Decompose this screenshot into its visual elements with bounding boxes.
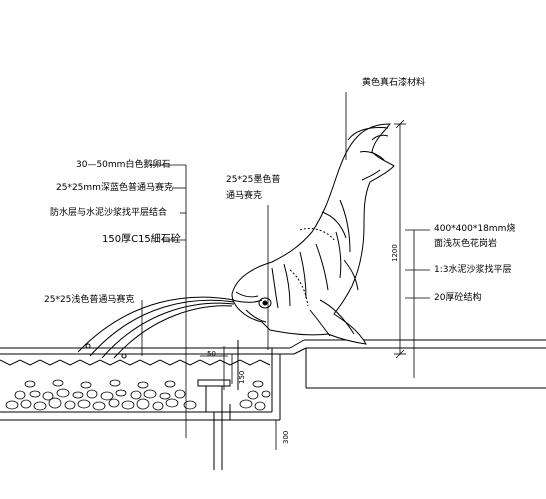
mosaic-top-label-1: 25*25墨色普 <box>226 175 281 185</box>
mosaic-top-label-2: 通马赛克 <box>226 191 263 201</box>
dimension-lines <box>200 119 406 450</box>
granite-label-2: 面浅灰色花岗岩 <box>434 239 498 249</box>
water-jet <box>77 296 235 359</box>
mosaic-dark-label: 25*25mm深蓝色普通马赛克 <box>56 183 173 193</box>
dimension-50: 50 <box>207 350 216 358</box>
mortar-label: 1:3水泥沙浆找平层 <box>434 265 512 275</box>
dimension-150: 150 <box>238 370 246 384</box>
concrete-structure-label: 20厚砼结构 <box>434 293 482 303</box>
ground-deck <box>272 339 546 389</box>
pebble-layer <box>5 379 271 411</box>
leader-lines <box>141 92 430 438</box>
concrete-label: 150厚C15細石砼 <box>102 234 181 245</box>
dimension-1200: 1200 <box>391 244 399 262</box>
water-surface <box>0 359 271 366</box>
granite-label-1: 400*400*18mm烧 <box>434 224 516 234</box>
pebble-label: 30—50mm白色鹅卵石 <box>76 160 171 170</box>
waterproof-label: 防水层与水泥沙浆找平层结合 <box>50 208 168 218</box>
drain-pipe <box>197 340 239 470</box>
fish-sculpture <box>231 123 395 345</box>
stone-material-label: 黄色真石漆材料 <box>362 78 426 88</box>
mosaic-light-label: 25*25浅色普通马赛克 <box>44 295 135 305</box>
dimension-300: 300 <box>282 430 290 444</box>
pool-outline <box>0 347 281 421</box>
